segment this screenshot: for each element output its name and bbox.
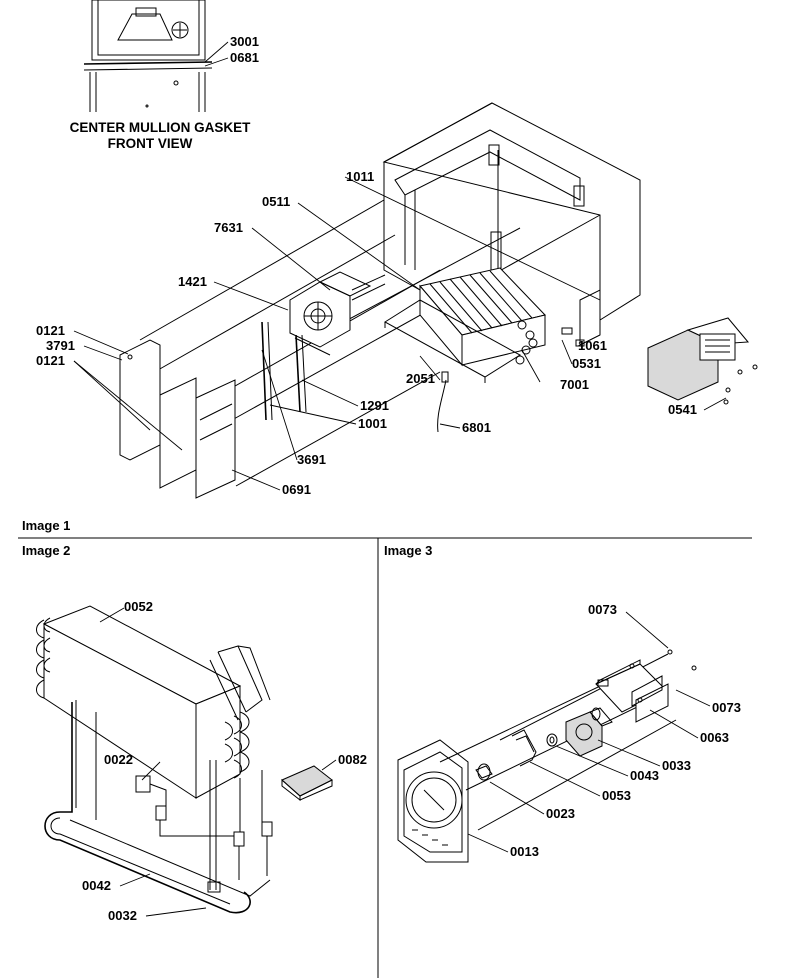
part-label-7001: 7001 bbox=[560, 377, 589, 392]
part-label-0042: 0042 bbox=[82, 878, 111, 893]
part-label-0082: 0082 bbox=[338, 752, 367, 767]
image2-evaporator-drawing bbox=[36, 605, 337, 917]
part-label-0052: 0052 bbox=[124, 599, 153, 614]
part-label-6801: 6801 bbox=[462, 420, 491, 435]
part-label-0013: 0013 bbox=[510, 844, 539, 859]
panel-title-image-3: Image 3 bbox=[384, 543, 432, 558]
part-label-1011: 1011 bbox=[346, 169, 374, 184]
image3-fan-assembly-drawing bbox=[397, 611, 711, 863]
part-label-0063: 0063 bbox=[700, 730, 729, 745]
part-label-3001: 3001 bbox=[230, 34, 259, 49]
part-label-0022: 0022 bbox=[104, 752, 133, 767]
part-label-2051: 2051 bbox=[406, 371, 435, 386]
part-label-1001: 1001 bbox=[358, 416, 387, 431]
part-label-1291: 1291 bbox=[360, 398, 389, 413]
part-label-3791: 3791 bbox=[46, 338, 75, 353]
part-label-7631: 7631 bbox=[214, 220, 243, 235]
part-label-0043: 0043 bbox=[630, 768, 659, 783]
part-label-0033: 0033 bbox=[662, 758, 691, 773]
part-label-0691: 0691 bbox=[282, 482, 311, 497]
part-label-1061: 1061 bbox=[578, 338, 607, 353]
part-label-0032: 0032 bbox=[108, 908, 137, 923]
evaporator-assembly-drawing bbox=[73, 102, 758, 499]
caption-line-1: CENTER MULLION GASKET bbox=[70, 120, 252, 135]
part-label-0541: 0541 bbox=[668, 402, 697, 417]
part-label-0053: 0053 bbox=[602, 788, 631, 803]
part-label-0511: 0511 bbox=[262, 194, 290, 209]
part-label-3691: 3691 bbox=[297, 452, 326, 467]
part-label-1421: 1421 bbox=[178, 274, 207, 289]
mullion-gasket-front-view bbox=[83, 0, 229, 112]
panel-title-image-1: Image 1 bbox=[22, 518, 70, 533]
part-label-0023: 0023 bbox=[546, 806, 575, 821]
panel-title-image-2: Image 2 bbox=[22, 543, 70, 558]
part-label-0121-lower: 0121 bbox=[36, 353, 65, 368]
part-label-0073-right: 0073 bbox=[712, 700, 741, 715]
part-label-0073-upper: 0073 bbox=[588, 602, 617, 617]
part-label-0681: 0681 bbox=[230, 50, 259, 65]
part-label-0121-upper: 0121 bbox=[36, 323, 65, 338]
caption-line-2: FRONT VIEW bbox=[108, 136, 193, 151]
part-label-0531: 0531 bbox=[572, 356, 601, 371]
